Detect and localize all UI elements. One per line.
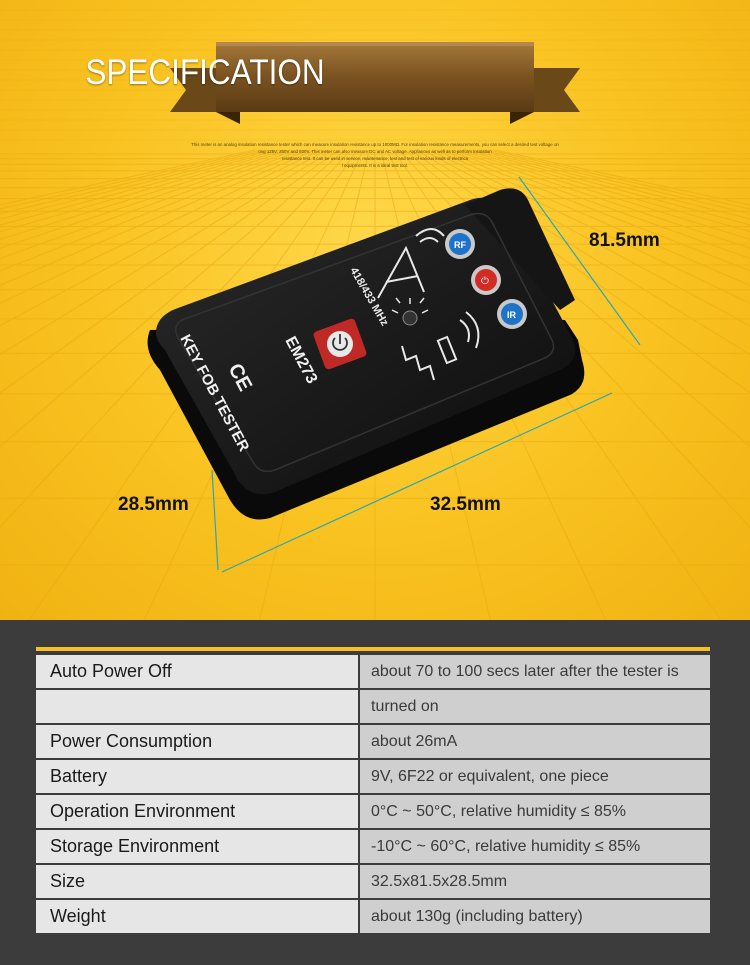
table-row: Power Consumption about 26mA bbox=[36, 725, 710, 760]
main-power-button[interactable] bbox=[312, 318, 367, 371]
spec-value: about 130g (including battery) bbox=[360, 900, 710, 933]
table-row: Weight about 130g (including battery) bbox=[36, 900, 710, 935]
led-light-icon bbox=[391, 297, 429, 326]
table-row: Battery 9V, 6F22 or equivalent, one piec… bbox=[36, 760, 710, 795]
description-line: resistance test. It can be used in servi… bbox=[281, 156, 469, 161]
spec-table-accent-bar bbox=[36, 647, 710, 651]
table-row: Operation Environment 0°C ~ 50°C, relati… bbox=[36, 795, 710, 830]
description-text: This meter is an analog insulation resis… bbox=[185, 141, 565, 169]
key-fob-tester-device: 418/433 MHz RF ⏻ IR EM273 bbox=[147, 188, 585, 520]
spec-value: about 70 to 100 secs later after the tes… bbox=[360, 655, 710, 688]
spec-label: Battery bbox=[36, 760, 358, 793]
antenna-icon bbox=[377, 228, 445, 299]
spec-value: 32.5x81.5x28.5mm bbox=[360, 865, 710, 898]
spec-label: Operation Environment bbox=[36, 795, 358, 828]
spec-value: turned on bbox=[360, 690, 710, 723]
spec-table: Auto Power Off about 70 to 100 secs late… bbox=[36, 647, 710, 935]
rf-button-label: RF bbox=[454, 240, 466, 250]
spec-value: 9V, 6F22 or equivalent, one piece bbox=[360, 760, 710, 793]
spec-value: -10°C ~ 60°C, relative humidity ≤ 85% bbox=[360, 830, 710, 863]
rf-button[interactable]: RF bbox=[445, 229, 475, 259]
banner-title: SPECIFICATION bbox=[85, 53, 325, 92]
hero-section: SPECIFICATION This meter is an analog in… bbox=[0, 0, 750, 620]
power-toggle-button[interactable]: ⏻ bbox=[471, 265, 501, 295]
table-row: Auto Power Off about 70 to 100 secs late… bbox=[36, 655, 710, 690]
dimension-length: 32.5mm bbox=[430, 494, 501, 515]
spec-label: Storage Environment bbox=[36, 830, 358, 863]
table-row: Storage Environment -10°C ~ 60°C, relati… bbox=[36, 830, 710, 865]
table-row: Size 32.5x81.5x28.5mm bbox=[36, 865, 710, 900]
ir-button-label: IR bbox=[507, 310, 517, 320]
description-line: ong 125V, 250V and 500V. This meter can … bbox=[258, 149, 492, 154]
ir-button[interactable]: IR bbox=[497, 299, 527, 329]
spec-label bbox=[36, 690, 358, 723]
spec-label: Power Consumption bbox=[36, 725, 358, 758]
perspective-grid bbox=[0, 9, 750, 620]
table-row: turned on bbox=[36, 690, 710, 725]
power-icon bbox=[332, 334, 348, 351]
ir-remote-icon bbox=[401, 311, 480, 381]
title-banner bbox=[170, 42, 580, 124]
power-toggle-icon: ⏻ bbox=[481, 276, 489, 287]
description-line: l equipments. It is a ideal test tool. bbox=[341, 163, 409, 168]
spec-value: 0°C ~ 50°C, relative humidity ≤ 85% bbox=[360, 795, 710, 828]
spec-label: Weight bbox=[36, 900, 358, 933]
spec-label: Auto Power Off bbox=[36, 655, 358, 688]
spec-value: about 26mA bbox=[360, 725, 710, 758]
dimension-width: 81.5mm bbox=[589, 230, 660, 251]
dimension-depth: 28.5mm bbox=[118, 494, 189, 515]
spec-label: Size bbox=[36, 865, 358, 898]
dimension-lines bbox=[211, 176, 641, 573]
description-line: This meter is an analog insulation resis… bbox=[191, 142, 559, 147]
